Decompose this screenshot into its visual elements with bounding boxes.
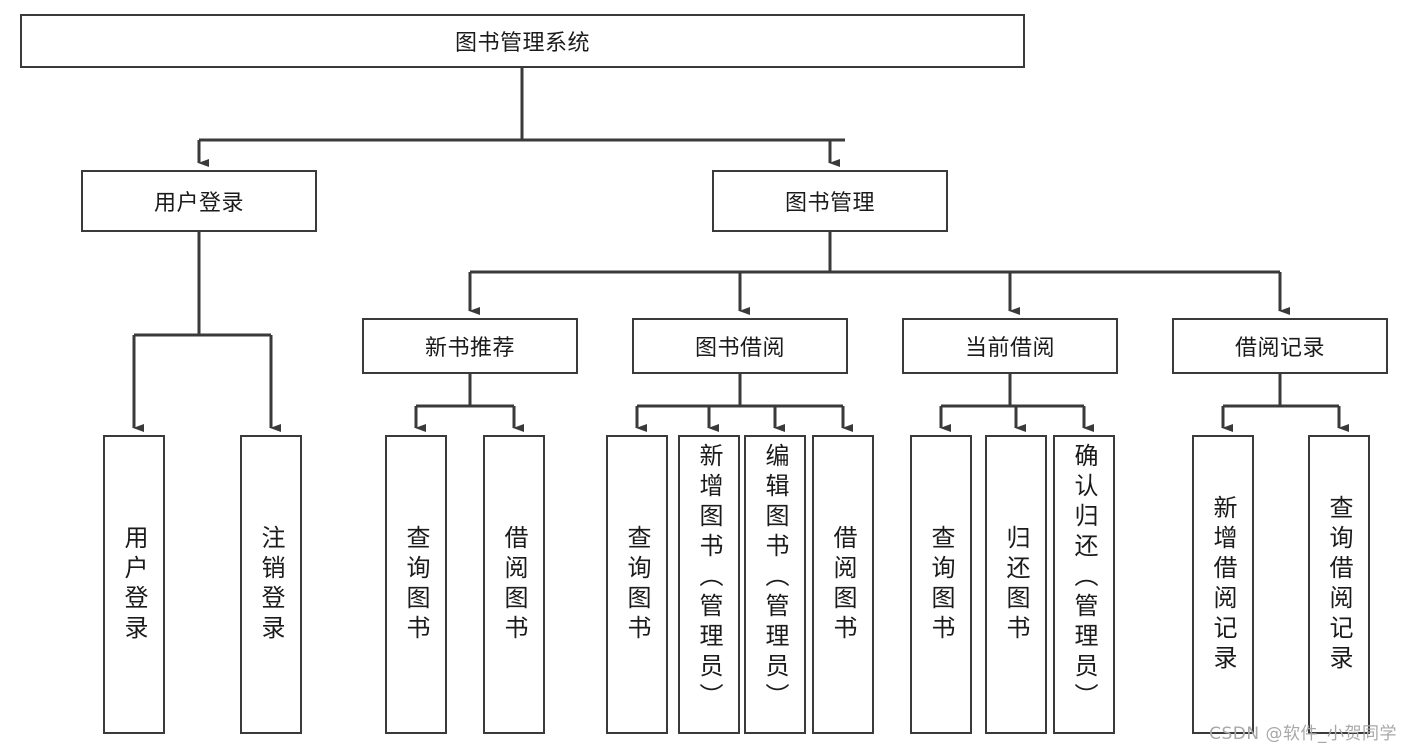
node-leaf-query-record[interactable]: 查询借阅记录 [1308,435,1370,734]
csdn-watermark: CSDN @软件_小贺同学 [1209,724,1397,744]
node-leaf-user-login[interactable]: 用户登录 [103,435,165,734]
node-leaf-borrow-book-rec[interactable]: 借阅图书 [483,435,545,734]
node-leaf-add-book[interactable]: 新增图书（管理员） [678,435,740,734]
node-leaf-logout-label: 注销登录 [257,524,285,645]
node-current-borrow[interactable]: 当前借阅 [902,318,1118,374]
node-leaf-return-book-label: 归还图书 [1002,524,1030,645]
node-book-borrow[interactable]: 图书借阅 [632,318,848,374]
node-root-label: 图书管理系统 [454,31,590,56]
node-leaf-add-record-label: 新增借阅记录 [1209,494,1237,675]
node-leaf-borrow-book-bb-label: 借阅图书 [829,524,857,645]
node-borrow-record[interactable]: 借阅记录 [1172,318,1388,374]
node-book-manage-label: 图书管理 [784,191,875,216]
node-leaf-query-record-label: 查询借阅记录 [1325,494,1353,675]
node-leaf-confirm-return-label: 确认归还（管理员） [1070,443,1098,713]
node-leaf-query-book-bb-label: 查询图书 [623,524,651,645]
node-leaf-user-login-label: 用户登录 [120,524,148,645]
node-leaf-query-book-bb[interactable]: 查询图书 [606,435,668,734]
node-user-login[interactable]: 用户登录 [81,170,317,232]
node-book-borrow-label: 图书借阅 [694,336,785,361]
node-leaf-query-book-cb[interactable]: 查询图书 [910,435,972,734]
node-current-borrow-label: 当前借阅 [964,336,1055,361]
node-borrow-record-label: 借阅记录 [1234,336,1325,361]
node-leaf-add-record[interactable]: 新增借阅记录 [1192,435,1254,734]
node-leaf-query-book-rec-label: 查询图书 [402,524,430,645]
node-leaf-query-book-cb-label: 查询图书 [927,524,955,645]
node-leaf-add-book-label: 新增图书（管理员） [695,443,723,713]
node-new-book-rec[interactable]: 新书推荐 [362,318,578,374]
node-book-manage[interactable]: 图书管理 [712,170,948,232]
node-leaf-edit-book[interactable]: 编辑图书（管理员） [744,435,806,734]
node-leaf-borrow-book-rec-label: 借阅图书 [500,524,528,645]
node-user-login-label: 用户登录 [153,191,244,216]
node-leaf-return-book[interactable]: 归还图书 [985,435,1047,734]
node-leaf-query-book-rec[interactable]: 查询图书 [385,435,447,734]
node-root[interactable]: 图书管理系统 [20,14,1025,68]
node-leaf-confirm-return[interactable]: 确认归还（管理员） [1053,435,1115,734]
node-leaf-borrow-book-bb[interactable]: 借阅图书 [812,435,874,734]
node-new-book-rec-label: 新书推荐 [424,336,515,361]
node-leaf-edit-book-label: 编辑图书（管理员） [761,443,789,713]
node-leaf-logout[interactable]: 注销登录 [240,435,302,734]
